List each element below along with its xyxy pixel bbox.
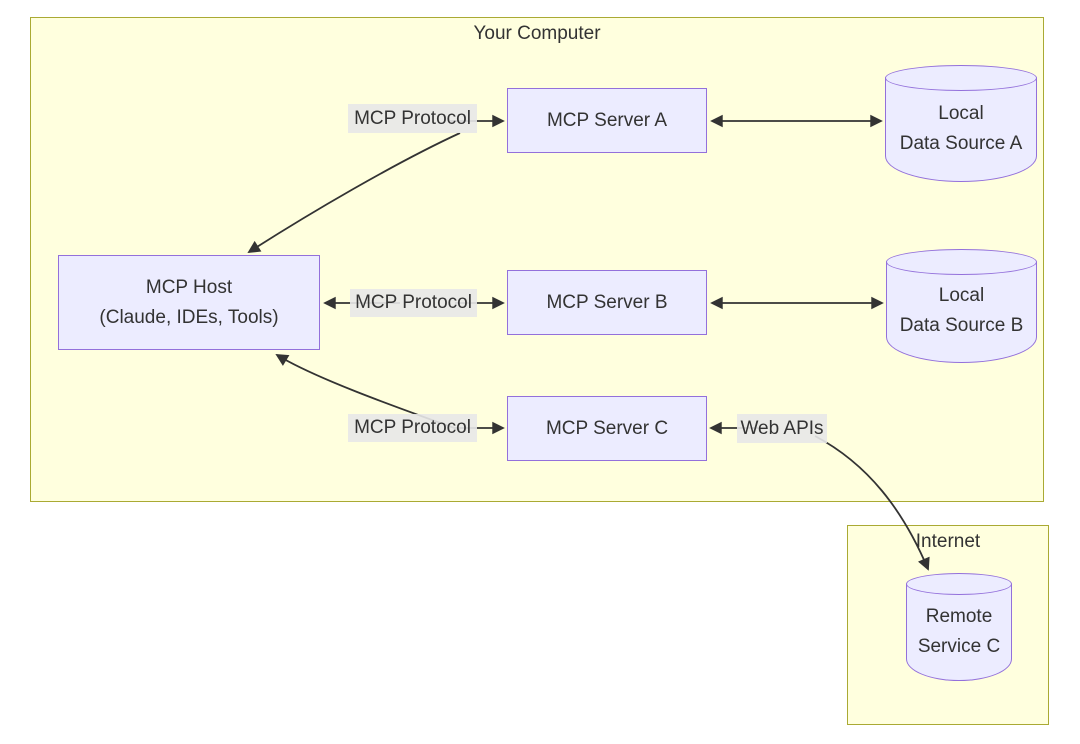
- edge-label-mcp-protocol-a: MCP Protocol: [348, 104, 477, 133]
- node-mcp-server-c: MCP Server C: [507, 396, 707, 461]
- node-mcp-host: MCP Host (Claude, IDEs, Tools): [58, 255, 320, 350]
- node-mcp-server-b: MCP Server B: [507, 270, 707, 335]
- cluster-your-computer-label: Your Computer: [473, 23, 601, 44]
- cylinder-body: [885, 78, 1037, 182]
- node-remote-service-c-line-2: Service C: [917, 636, 1001, 657]
- node-local-data-source-b-line-1: Local: [938, 285, 985, 306]
- edge-label-mcp-protocol-b: MCP Protocol: [350, 289, 477, 317]
- node-mcp-server-a: MCP Server A: [507, 88, 707, 153]
- node-local-data-source-b: Local Data Source B: [886, 249, 1037, 363]
- cylinder-top-ellipse: [885, 65, 1037, 91]
- node-mcp-host-line-1: MCP Host: [145, 276, 233, 298]
- node-mcp-server-a-label: MCP Server A: [546, 109, 668, 131]
- node-local-data-source-a-line-2: Data Source A: [899, 132, 1023, 154]
- node-remote-service-c: Remote Service C: [906, 573, 1012, 681]
- node-mcp-server-b-label: MCP Server B: [546, 291, 668, 313]
- edge-label-mcp-protocol-c: MCP Protocol: [348, 414, 477, 442]
- node-local-data-source-b-line-2: Data Source B: [899, 315, 1024, 336]
- cylinder-body: [886, 262, 1037, 363]
- cluster-internet-label: Internet: [915, 531, 981, 552]
- node-mcp-host-line-2: (Claude, IDEs, Tools): [99, 306, 279, 328]
- cylinder-body: [906, 584, 1012, 681]
- node-remote-service-c-line-1: Remote: [925, 606, 993, 627]
- edge-label-web-apis: Web APIs: [737, 414, 827, 443]
- cylinder-top-ellipse: [886, 249, 1037, 275]
- node-local-data-source-a-line-1: Local: [938, 102, 984, 124]
- cylinder-top-ellipse: [906, 573, 1012, 595]
- node-local-data-source-a: Local Data Source A: [885, 65, 1037, 182]
- node-mcp-server-c-label: MCP Server C: [545, 417, 669, 439]
